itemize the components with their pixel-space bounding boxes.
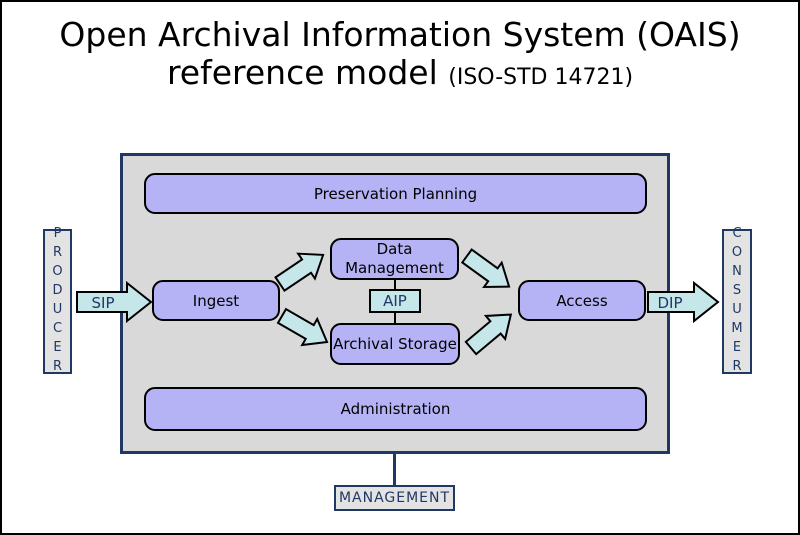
title-line1: Open Archival Information System (OAIS): [59, 15, 741, 54]
consumer-label: CONSUMER: [729, 225, 745, 378]
entity-preservation-planning: Preservation Planning: [144, 173, 647, 214]
management-box: MANAGEMENT: [334, 485, 455, 511]
producer-box: PRODUCER: [43, 226, 72, 378]
page-title: Open Archival Information System (OAIS) …: [2, 16, 798, 97]
aip-package-box: AIP: [369, 289, 421, 313]
entity-access: Access: [518, 280, 646, 321]
title-standard-ref: (ISO-STD 14721): [448, 65, 634, 90]
title-line2-main: reference model: [166, 53, 449, 92]
entity-administration: Administration: [144, 387, 647, 431]
management-connector: [393, 452, 396, 485]
producer-label: PRODUCER: [50, 225, 65, 378]
sip-label: SIP: [92, 294, 115, 312]
consumer-box: CONSUMER: [722, 226, 752, 378]
entity-ingest: Ingest: [152, 280, 280, 321]
entity-archival-storage: Archival Storage: [330, 323, 460, 365]
entity-data-management: Data Management: [330, 238, 459, 280]
title-line2: reference model (ISO-STD 14721): [2, 54, 798, 97]
